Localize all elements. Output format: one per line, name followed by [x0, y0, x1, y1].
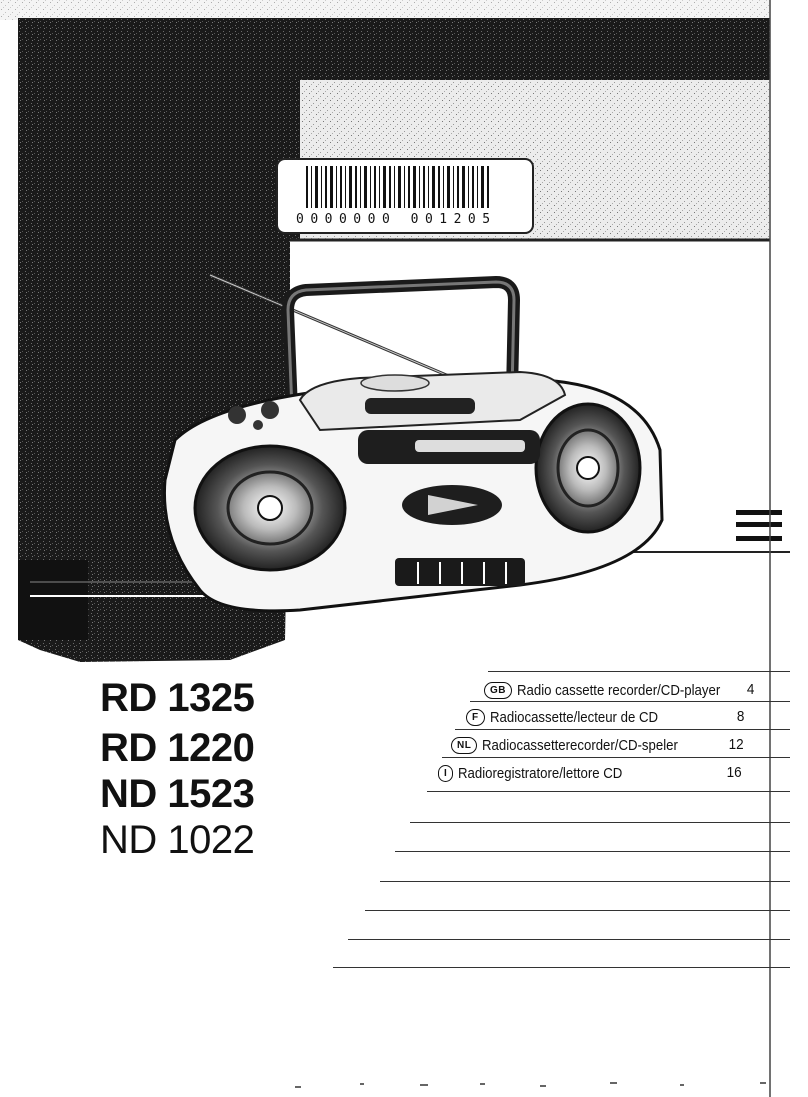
divider [410, 822, 790, 824]
contents-entry-nl[interactable]: NL Radiocassetterecorder/CD-speler 12 [451, 733, 744, 757]
divider [333, 967, 790, 969]
page-number: 12 [728, 736, 744, 753]
contents-title: Radioregistratore/lettore CD [458, 764, 623, 782]
language-badge: NL [451, 736, 478, 754]
page-number: 4 [746, 681, 754, 698]
divider [365, 910, 790, 912]
divider [488, 671, 790, 673]
contents-title: Radio cassette recorder/CD-player [517, 681, 721, 699]
contents-entry-f[interactable]: F Radiocassette/lecteur de CD 8 [466, 705, 744, 729]
contents-title: Radiocassette/lecteur de CD [489, 708, 658, 726]
barcode-bars [306, 166, 489, 208]
divider [395, 851, 790, 853]
divider [442, 757, 790, 759]
barcode-number: 0000000 001205 [296, 212, 497, 227]
contents-entry-i[interactable]: I Radioregistratore/lettore CD 16 [438, 761, 742, 785]
divider [427, 791, 790, 793]
contents-title: Radiocassetterecorder/CD-speler [482, 736, 679, 754]
divider [348, 939, 790, 941]
language-badge: F [466, 708, 485, 726]
model-name: ND 1022 [100, 818, 255, 862]
divider [470, 701, 790, 703]
divider [380, 881, 790, 883]
language-badge: I [438, 764, 454, 782]
model-name: RD 1325 [100, 676, 255, 720]
divider [455, 729, 790, 731]
language-badge: GB [484, 681, 512, 699]
model-name: RD 1220 [100, 726, 255, 770]
page-number: 16 [726, 764, 742, 781]
barcode-label [276, 158, 534, 234]
page-number: 8 [736, 708, 744, 725]
model-name: ND 1523 [100, 772, 255, 816]
contents-entry-gb[interactable]: GB Radio cassette recorder/CD-player 4 [484, 678, 754, 702]
